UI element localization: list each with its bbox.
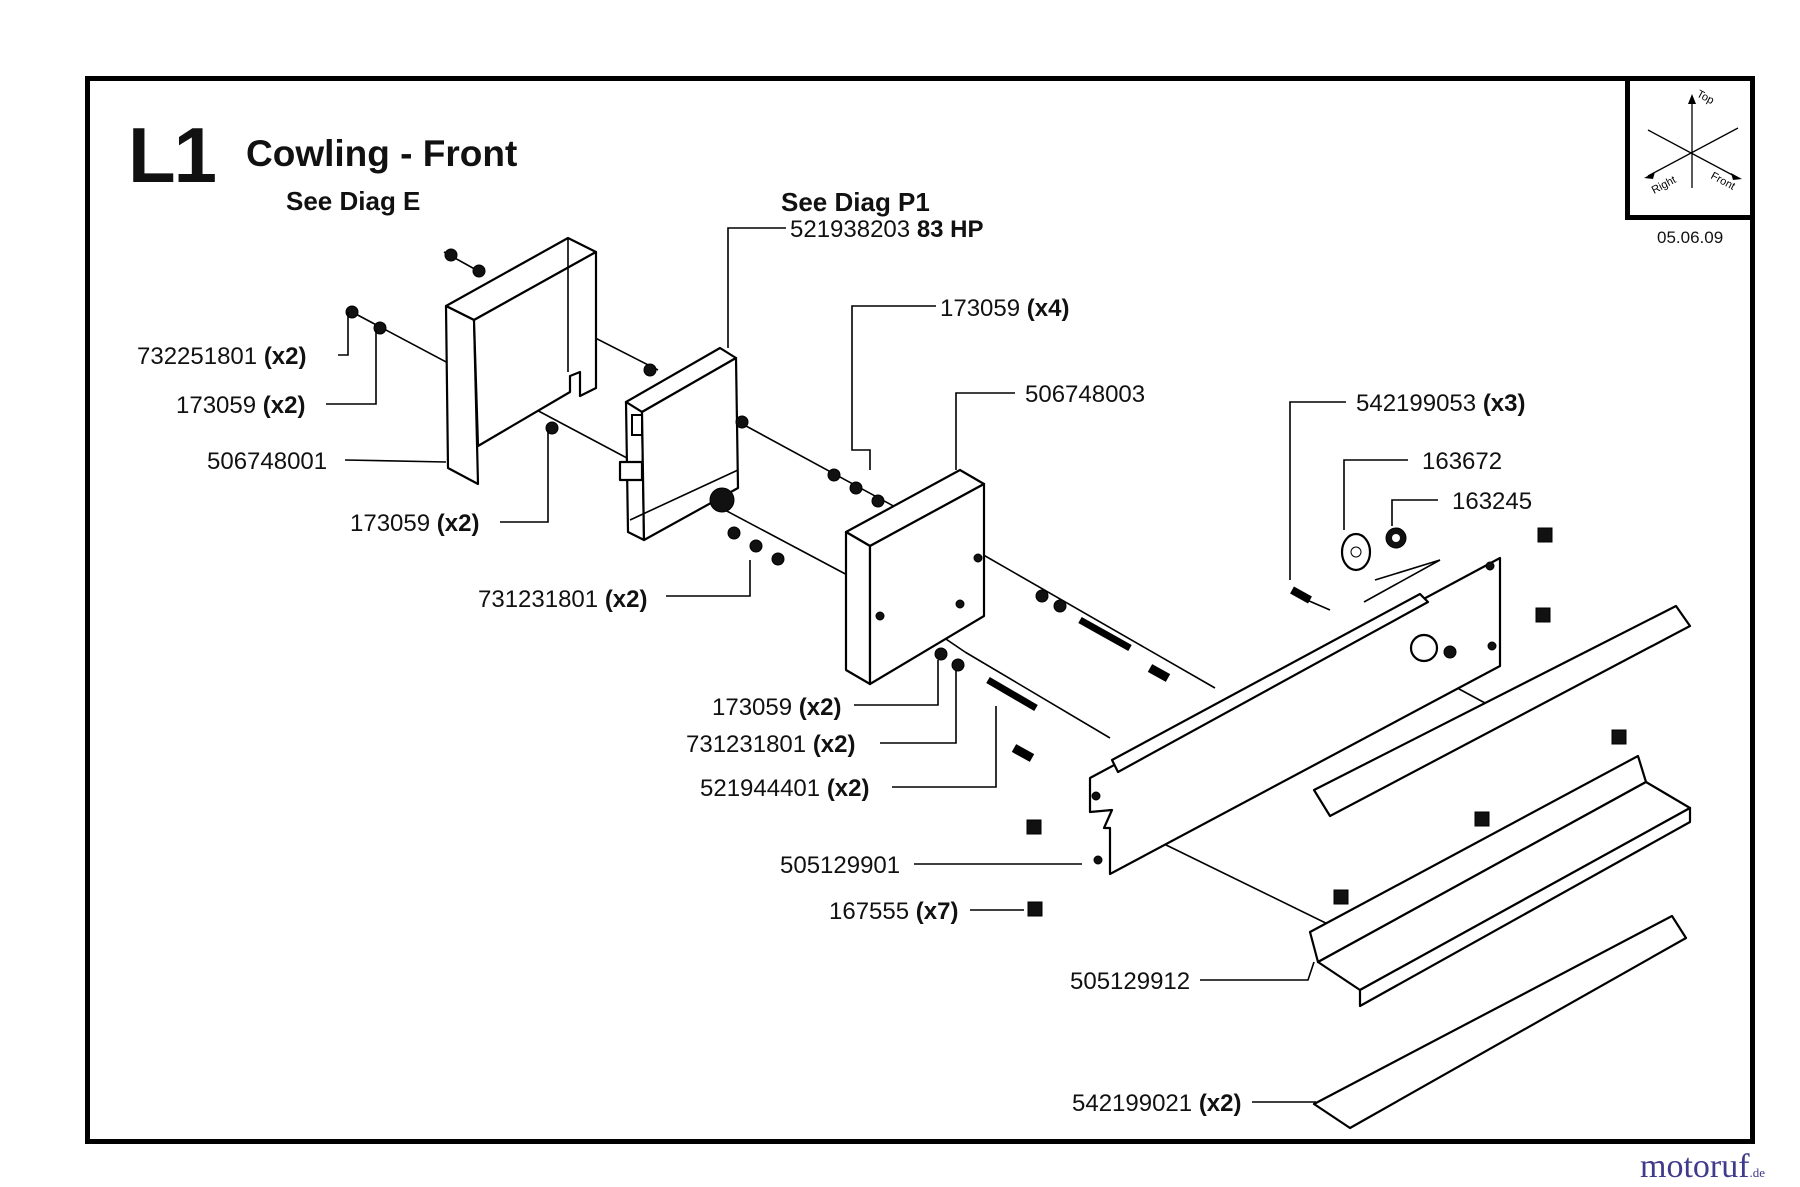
part-quantity: (x2) (826, 775, 870, 802)
part-number: 505129912 (1070, 968, 1191, 995)
part-quantity: (x7) (915, 898, 959, 925)
part-number: 173059 (940, 295, 1021, 322)
part-number: 163245 (1452, 488, 1533, 515)
part-quantity: (x2) (436, 510, 480, 537)
part-number: 506748003 (1025, 381, 1146, 408)
part-quantity: (x2) (1198, 1090, 1242, 1117)
cowl-bracket-part (444, 236, 598, 486)
page-title: Cowling - Front (246, 133, 518, 174)
callout-label: 163245 (1452, 488, 1532, 516)
control-module-part (618, 346, 740, 542)
watermark-logo: motoruf.de (1640, 1148, 1765, 1186)
part-quantity: 83 HP (916, 216, 984, 243)
part-number: 173059 (712, 694, 793, 721)
callout-label: 506748003 (1025, 381, 1145, 409)
callout-label: 173059 (x2) (350, 510, 479, 538)
part-number: 173059 (176, 392, 257, 419)
angle-bracket-part (1308, 754, 1692, 1008)
orientation-box: Top Right Front (1625, 78, 1753, 220)
mounting-plate-part (1088, 556, 1502, 876)
part-quantity: (x2) (812, 731, 856, 758)
callout-label: 167555 (x7) (829, 898, 958, 926)
part-quantity: (x4) (1026, 295, 1070, 322)
sheet-code: L1 (128, 111, 217, 199)
watermark-suffix: .de (1749, 1165, 1766, 1180)
part-number: 167555 (829, 898, 910, 925)
part-number: 731231801 (478, 586, 599, 613)
callout-label: 542199021 (x2) (1072, 1090, 1242, 1118)
orientation-axes-icon: Top Right Front (1644, 88, 1742, 197)
foam-strip-upper-part (1312, 604, 1692, 818)
foam-strip-lower-part (1312, 914, 1688, 1130)
clip-fasteners (1026, 527, 1627, 917)
callout-label: 731231801 (x2) (686, 731, 856, 759)
callout-label: 173059 (x2) (712, 694, 841, 722)
part-quantity: (x2) (798, 694, 842, 721)
part-number: 732251801 (137, 343, 258, 370)
drawing-frame (85, 76, 1755, 1144)
fasteners (345, 248, 1407, 762)
callout-label: 505129901 (780, 852, 900, 880)
part-number: 173059 (350, 510, 431, 537)
part-quantity: (x2) (262, 392, 306, 419)
callout-label: 505129912 (1070, 968, 1190, 996)
callout-label: 173059 (x4) (940, 295, 1069, 323)
part-number: 506748001 (207, 448, 328, 475)
callout-label: 163672 (1422, 448, 1502, 476)
front-cover-part (844, 468, 986, 686)
part-number: 542199021 (1072, 1090, 1193, 1117)
callout-label: 521938203 83 HP (790, 216, 984, 244)
callout-label: 506748001 (207, 448, 327, 476)
part-quantity: (x2) (263, 343, 307, 370)
revision-date: 05.06.09 (1657, 228, 1724, 247)
part-number: 731231801 (686, 731, 807, 758)
callout-label: 542199053 (x3) (1356, 390, 1526, 418)
callout-label: 731231801 (x2) (478, 586, 648, 614)
part-number: 521944401 (700, 775, 821, 802)
callout-label: 732251801 (x2) (137, 343, 307, 371)
watermark-brand: motoruf (1640, 1148, 1750, 1185)
part-quantity: (x3) (1482, 390, 1526, 417)
part-number: 163672 (1422, 448, 1503, 475)
callout-label: 173059 (x2) (176, 392, 305, 420)
part-number: 505129901 (780, 852, 901, 879)
leader-lines (326, 227, 1441, 1103)
reference-center: See Diag P1 (781, 187, 930, 217)
callout-label: 521944401 (x2) (700, 775, 870, 803)
part-number: 521938203 (790, 216, 911, 243)
reference-left: See Diag E (286, 186, 421, 216)
part-quantity: (x2) (604, 586, 648, 613)
part-number: 542199053 (1356, 390, 1477, 417)
